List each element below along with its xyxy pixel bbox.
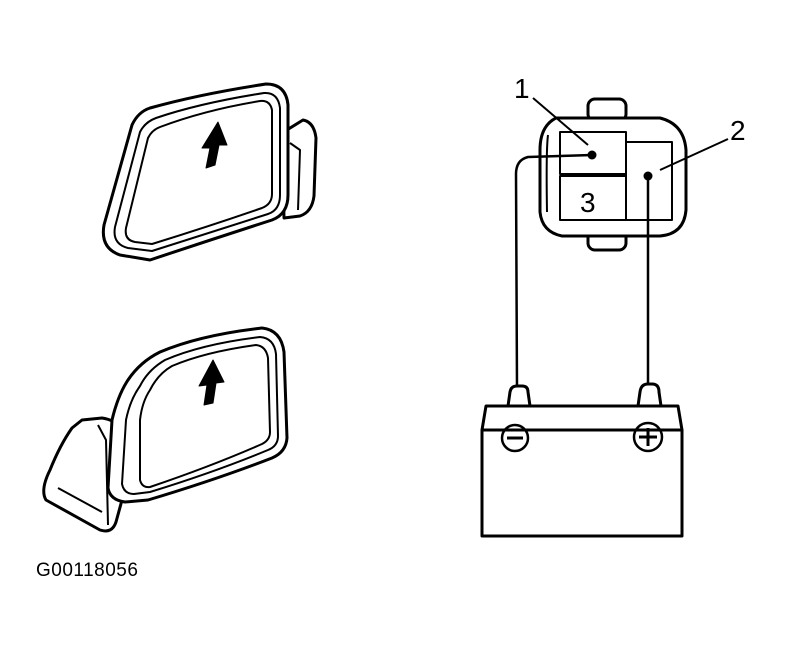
upper-mirror-housing (101, 82, 290, 262)
callout-2-label: 2 (730, 115, 746, 146)
lower-mirror-glass (139, 344, 271, 489)
upper-mirror-mount (280, 118, 318, 220)
battery-case (480, 428, 684, 538)
battery-negative-post (506, 384, 532, 408)
lower-mirror (42, 326, 289, 533)
negative-lead-wire (514, 153, 593, 389)
battery (480, 382, 684, 538)
upper-mirror (101, 82, 318, 262)
callout-3-label: 3 (580, 187, 596, 218)
battery-negative-symbol-icon (500, 423, 530, 453)
battery-positive-post (636, 382, 663, 408)
upper-mirror-glass (124, 99, 273, 245)
callout-1-label: 1 (514, 73, 530, 104)
callout-1-leader (532, 97, 589, 146)
callout-2-leader (659, 138, 729, 171)
lower-mirror-arrow-icon (198, 359, 225, 406)
lower-mirror-housing (106, 326, 289, 504)
battery-positive-symbol-icon (632, 421, 664, 453)
figure-id: G00118056 (36, 560, 139, 581)
upper-mirror-arrow-icon (201, 121, 228, 169)
